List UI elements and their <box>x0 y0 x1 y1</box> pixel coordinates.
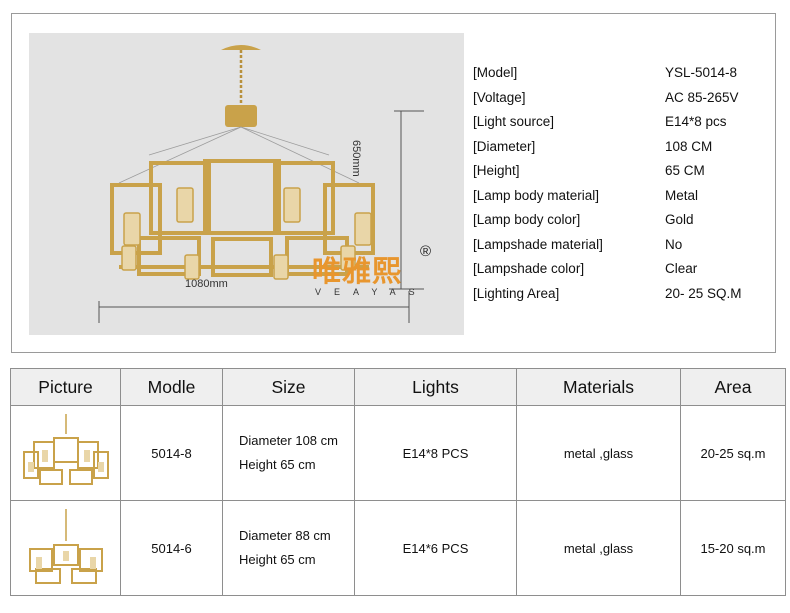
chandelier-thumbnail-icon <box>22 414 109 485</box>
spec-key: [Model] <box>473 65 518 80</box>
spec-value: No <box>665 236 683 252</box>
column-header-picture: Picture <box>10 368 121 406</box>
spec-value: Metal <box>665 187 699 203</box>
product-comparison-table: Picture Modle Size Lights Materials Area <box>10 368 786 596</box>
spec-value: YSL-5014-8 <box>665 65 738 80</box>
area-cell: 20-25 sq.m <box>680 405 786 501</box>
column-header-model: Modle <box>120 368 223 406</box>
registered-mark: ® <box>420 243 432 260</box>
materials-cell: metal ,glass <box>516 500 681 596</box>
table-row: 5014-8 Diameter 108 cm Height 65 cm E14*… <box>10 405 786 501</box>
spec-value: 20- 25 SQ.M <box>665 285 742 301</box>
model-cell: 5014-6 <box>120 500 223 596</box>
column-header-materials: Materials <box>516 368 681 406</box>
materials-cell: metal ,glass <box>516 405 681 501</box>
size-height: Height 65 cm <box>239 457 316 472</box>
spec-value: AC 85-265V <box>665 89 739 105</box>
spec-key: [Height] <box>473 163 520 178</box>
width-dimension-label: 1080mm <box>185 278 228 290</box>
spec-key: [Lampshade color] <box>473 261 585 276</box>
brand-logo: 唯雅熙 <box>312 254 403 288</box>
spec-value: E14*8 pcs <box>665 114 727 129</box>
lights-cell: E14*6 PCS <box>354 500 517 596</box>
spec-value: Gold <box>665 212 694 227</box>
brand-romanized: VEAYAS <box>315 287 428 297</box>
chandelier-photo <box>29 33 464 335</box>
lights-cell: E14*8 PCS <box>354 405 517 501</box>
size-diameter: Diameter 88 cm <box>239 528 331 543</box>
chandelier-thumbnail-icon <box>28 509 103 584</box>
spec-key: [Diameter] <box>473 138 536 154</box>
table-header-row: Picture Modle Size Lights Materials Area <box>10 368 786 406</box>
column-header-lights: Lights <box>354 368 517 406</box>
spec-key: [Lamp body material] <box>473 187 600 203</box>
spec-key: [Lamp body color] <box>473 212 581 227</box>
size-diameter: Diameter 108 cm <box>239 433 338 448</box>
column-header-area: Area <box>680 368 786 406</box>
size-cell: Diameter 88 cm Height 65 cm <box>222 500 355 596</box>
spec-value: 108 CM <box>665 138 713 154</box>
spec-key: [Lampshade material] <box>473 236 603 252</box>
model-cell: 5014-8 <box>120 405 223 501</box>
product-thumbnail <box>10 500 121 596</box>
size-cell: Diameter 108 cm Height 65 cm <box>222 405 355 501</box>
size-height: Height 65 cm <box>239 552 316 567</box>
chandelier-illustration <box>98 45 424 323</box>
spec-key: [Lighting Area] <box>473 285 560 301</box>
spec-value: 65 CM <box>665 163 705 178</box>
spec-value: Clear <box>665 261 698 276</box>
height-dimension-label: 650mm <box>350 140 362 177</box>
table-row: 5014-6 Diameter 88 cm Height 65 cm E14*6… <box>10 500 786 596</box>
spec-key: [Voltage] <box>473 89 526 105</box>
spec-key: [Light source] <box>473 114 555 129</box>
column-header-size: Size <box>222 368 355 406</box>
product-thumbnail <box>10 405 121 501</box>
area-cell: 15-20 sq.m <box>680 500 786 596</box>
